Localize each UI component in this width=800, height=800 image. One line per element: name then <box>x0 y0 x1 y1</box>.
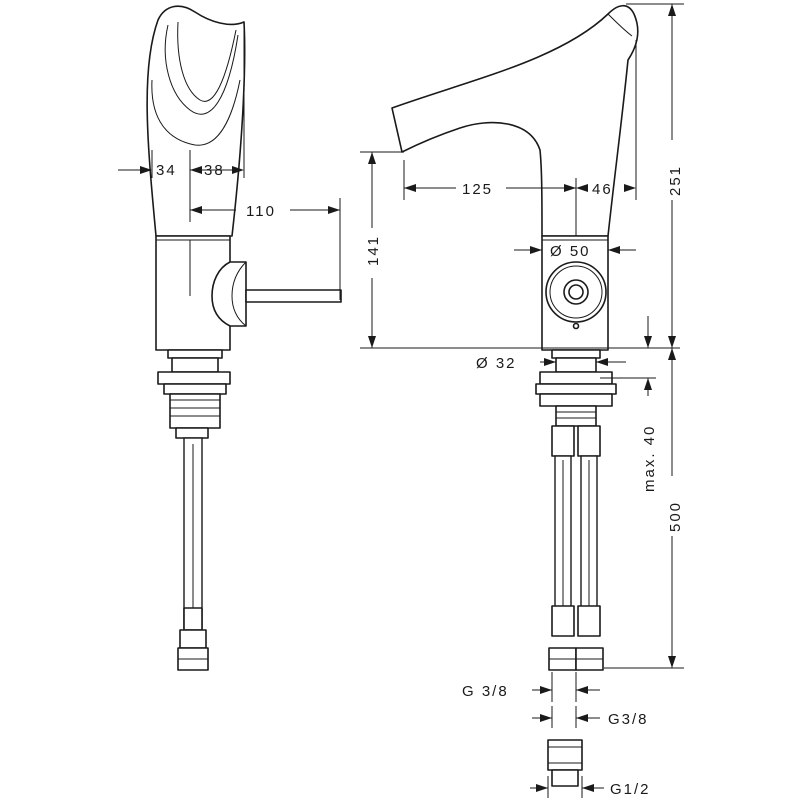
dim-46: 46 <box>592 181 613 198</box>
side-spout <box>146 5 246 237</box>
dim-g12: G1/2 <box>610 781 651 798</box>
front-dimensions: 141 125 46 251 Ø 50 Ø 32 <box>360 3 684 798</box>
g12-connector <box>547 739 583 771</box>
dim-38: 38 <box>204 162 225 179</box>
front-view <box>391 4 639 787</box>
front-spout <box>391 4 639 237</box>
dim-141: 141 <box>365 235 382 266</box>
dim-251: 251 <box>667 165 684 196</box>
dim-max40: max. 40 <box>641 425 658 492</box>
dim-dia32: Ø 32 <box>476 355 517 372</box>
dim-g38-bottom: G3/8 <box>608 711 649 728</box>
dim-g38-top: G 3/8 <box>462 683 509 700</box>
dim-500: 500 <box>667 501 684 532</box>
side-dimensions: 34 38 110 <box>118 30 341 300</box>
side-view <box>146 5 342 671</box>
dim-110: 110 <box>246 203 276 220</box>
dim-125: 125 <box>462 181 493 198</box>
side-handle <box>211 261 247 327</box>
dim-dia50: Ø 50 <box>550 243 591 260</box>
side-lever <box>245 289 342 303</box>
dim-34: 34 <box>156 162 177 179</box>
